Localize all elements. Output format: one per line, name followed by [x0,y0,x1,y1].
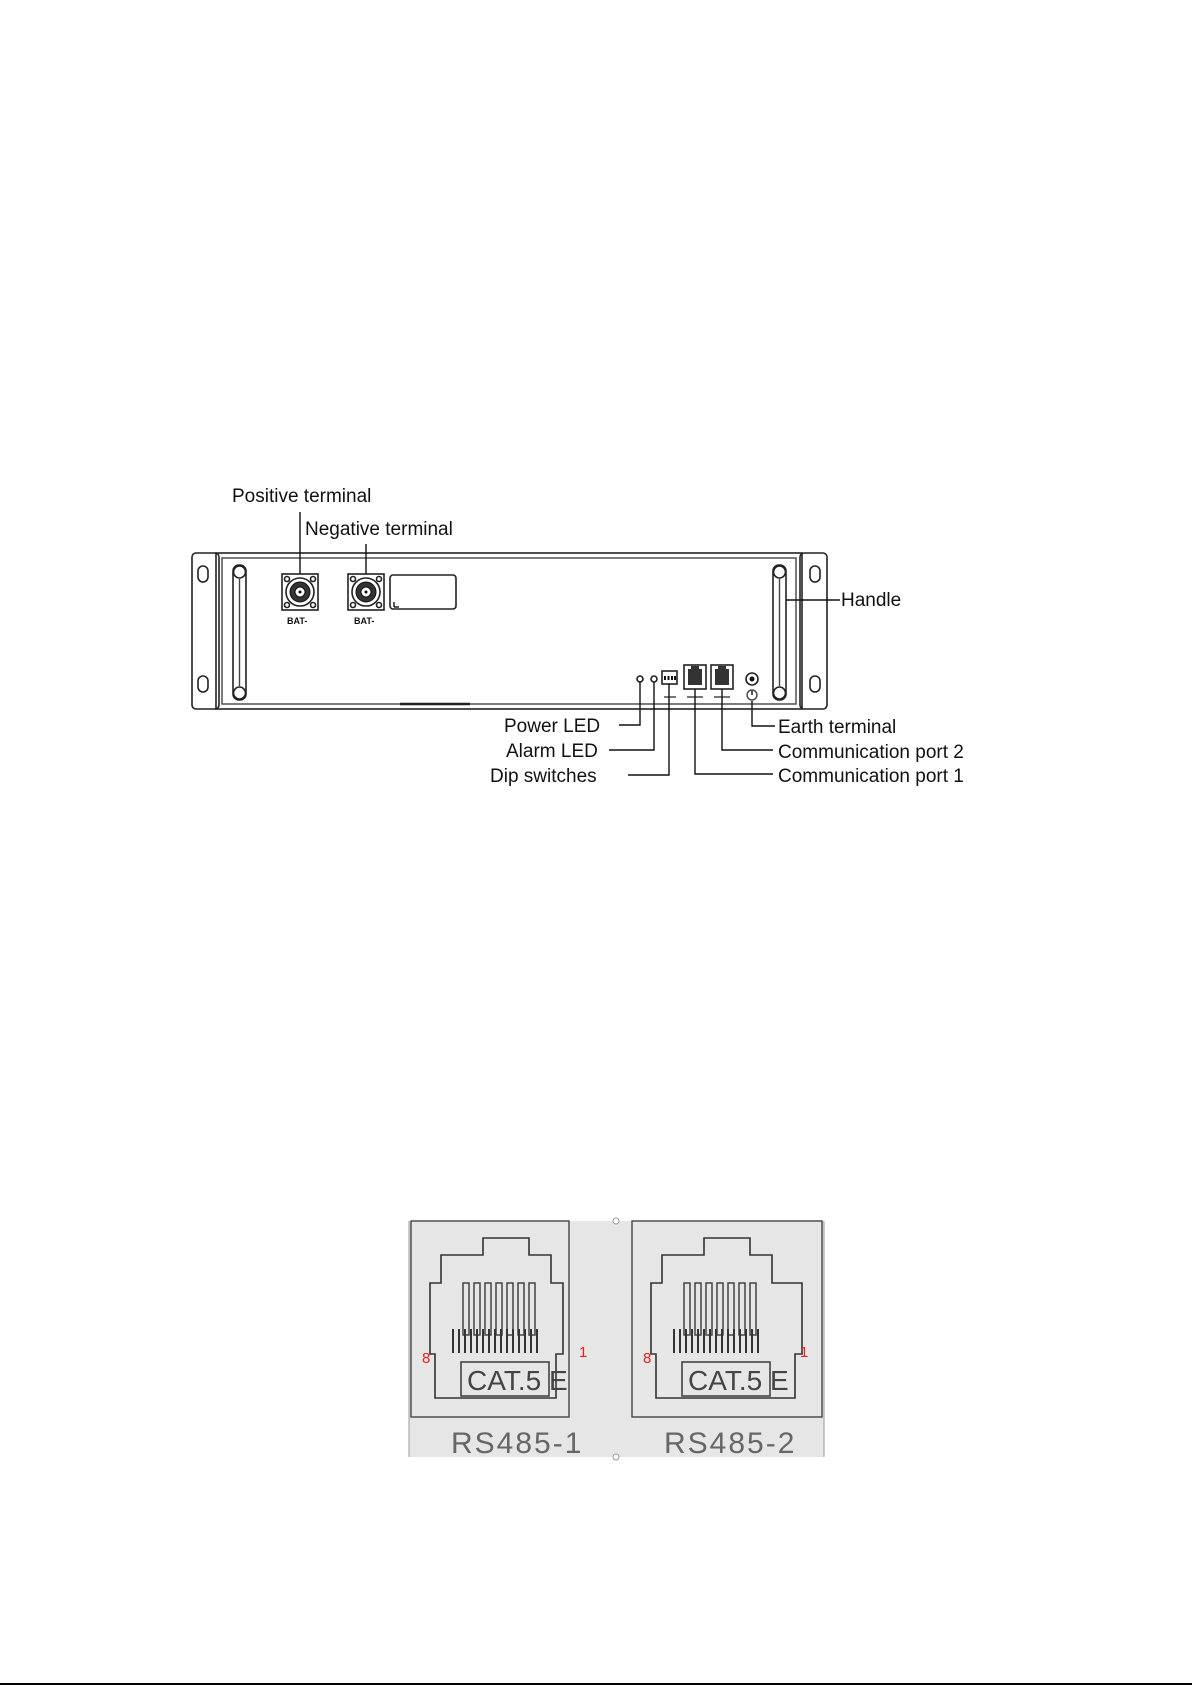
positive-terminal-label: Positive terminal [232,486,371,507]
dip-switches-label: Dip switches [490,766,597,787]
battery-front-panel: BAT- BAT- [192,553,827,709]
rs485-2-label: RS485-2 [664,1427,796,1460]
positive-terminal-mark: BAT- [287,616,307,626]
rs485-1-pin-8: 8 [422,1350,430,1367]
rs485-2-pin-1: 1 [800,1344,808,1361]
left-rack-ear [192,553,219,709]
alarm-led [651,676,657,682]
earth-terminal-label: Earth terminal [778,717,896,738]
rs485-1-label: RS485-1 [451,1427,583,1460]
display-window [390,575,456,609]
left-handle [233,565,246,700]
negative-terminal-mark: BAT- [354,616,374,626]
rs485-1-jack-label: CAT.5 E [467,1365,568,1396]
negative-terminal-label: Negative terminal [305,519,453,540]
negative-terminal [348,574,384,610]
positive-terminal [282,574,318,610]
rs485-2-pin-8: 8 [643,1350,651,1367]
handle-label: Handle [841,590,901,611]
communication-port-2-label: Communication port 2 [778,742,964,763]
alarm-led-label: Alarm LED [506,741,598,762]
earth-terminal [746,673,758,700]
power-led [637,676,643,682]
rs485-1-pin-1: 1 [579,1344,587,1361]
power-led-label: Power LED [504,716,600,737]
communication-port-1-label: Communication port 1 [778,766,964,787]
rs485-2-jack-label: CAT.5 E [688,1365,789,1396]
right-handle [773,565,786,700]
right-rack-ear [800,553,827,709]
